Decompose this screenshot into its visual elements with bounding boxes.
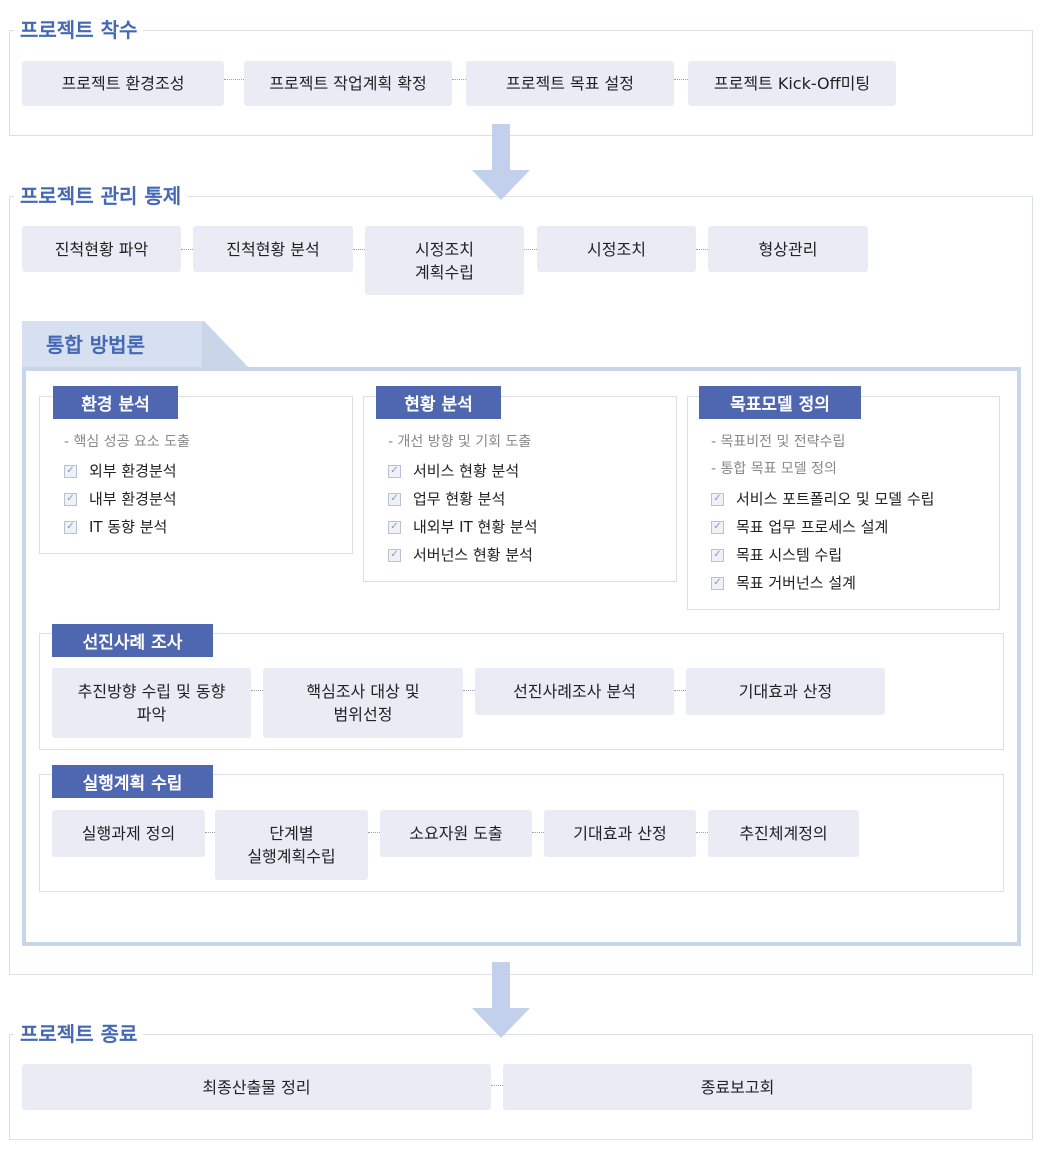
- target-sub: - 목표비전 및 전략수립: [711, 434, 846, 450]
- execution-step: 실행과제 정의: [52, 810, 205, 857]
- execution-step: 기대효과 산정: [544, 810, 696, 857]
- current-sub: - 개선 방향 및 기회 도출: [388, 434, 532, 450]
- target-item: ✓목표 업무 프로세스 설계: [711, 517, 888, 537]
- current-item: ✓서버넌스 현황 분석: [388, 545, 533, 565]
- control-step: 진척현황 파악: [22, 226, 181, 272]
- target-item: ✓목표 시스템 수립: [711, 545, 842, 565]
- section-closing-title: 프로젝트 종료: [14, 1021, 144, 1047]
- target-item: ✓목표 거버넌스 설계: [711, 573, 856, 593]
- section-kickoff-title: 프로젝트 착수: [14, 17, 144, 43]
- kickoff-step: 프로젝트 작업계획 확정: [244, 61, 452, 106]
- target-sub: - 통합 목표 모델 정의: [711, 461, 837, 477]
- checkbox-icon: ✓: [711, 520, 724, 534]
- label-target: 목표모델 정의: [699, 386, 861, 419]
- checkbox-icon: ✓: [388, 520, 401, 534]
- checkbox-icon: ✓: [64, 492, 77, 506]
- checkbox-icon: ✓: [388, 492, 401, 506]
- bestpractice-step: 핵심조사 대상 및 범위선정: [263, 668, 463, 738]
- down-arrow-icon: [472, 962, 530, 1038]
- section-control-title: 프로젝트 관리 통제: [14, 183, 188, 209]
- methodology-title: 통합 방법론: [46, 333, 145, 357]
- panel-environment: [39, 396, 353, 554]
- control-step: 진척현황 분석: [193, 226, 353, 272]
- execution-step: 단계별 실행계획수립: [215, 810, 368, 880]
- label-bestpractice: 선진사례 조사: [52, 624, 213, 657]
- current-item: ✓서비스 현황 분석: [388, 461, 519, 481]
- execution-step: 추진체계정의: [708, 810, 859, 857]
- kickoff-step: 프로젝트 목표 설정: [466, 61, 674, 106]
- closing-step: 종료보고회: [503, 1064, 972, 1110]
- down-arrow-icon: [472, 124, 530, 200]
- checkbox-icon: ✓: [388, 548, 401, 562]
- environment-item: ✓IT 동향 분석: [64, 517, 167, 537]
- bestpractice-step: 기대효과 산정: [686, 668, 885, 715]
- panel-target: [687, 396, 1000, 610]
- environment-item: ✓외부 환경분석: [64, 461, 177, 481]
- control-step: 형상관리: [708, 226, 868, 272]
- kickoff-step: 프로젝트 Kick-Off미팅: [688, 61, 896, 106]
- checkbox-icon: ✓: [711, 492, 724, 506]
- label-current: 현황 분석: [376, 386, 501, 419]
- environment-item: ✓내부 환경분석: [64, 489, 177, 509]
- execution-step: 소요자원 도출: [380, 810, 532, 857]
- checkbox-icon: ✓: [711, 576, 724, 590]
- closing-step: 최종산출물 정리: [22, 1064, 491, 1110]
- kickoff-step: 프로젝트 환경조성: [22, 61, 224, 106]
- control-step: 시정조치: [537, 226, 696, 272]
- checkbox-icon: ✓: [64, 464, 77, 478]
- checkbox-icon: ✓: [711, 548, 724, 562]
- bestpractice-step: 추진방향 수립 및 동향 파악: [52, 668, 251, 738]
- control-step: 시정조치 계획수립: [365, 226, 524, 295]
- current-item: ✓내외부 IT 현황 분석: [388, 517, 538, 537]
- panel-current: [363, 396, 677, 582]
- environment-sub: - 핵심 성공 요소 도출: [64, 434, 190, 450]
- label-execution: 실행계획 수립: [52, 765, 213, 798]
- bestpractice-step: 선진사례조사 분석: [475, 668, 674, 715]
- label-environment: 환경 분석: [53, 386, 178, 419]
- current-item: ✓업무 현황 분석: [388, 489, 505, 509]
- target-item: ✓서비스 포트폴리오 및 모델 수립: [711, 489, 934, 509]
- checkbox-icon: ✓: [388, 464, 401, 478]
- checkbox-icon: ✓: [64, 520, 77, 534]
- methodology-tab: [22, 321, 250, 369]
